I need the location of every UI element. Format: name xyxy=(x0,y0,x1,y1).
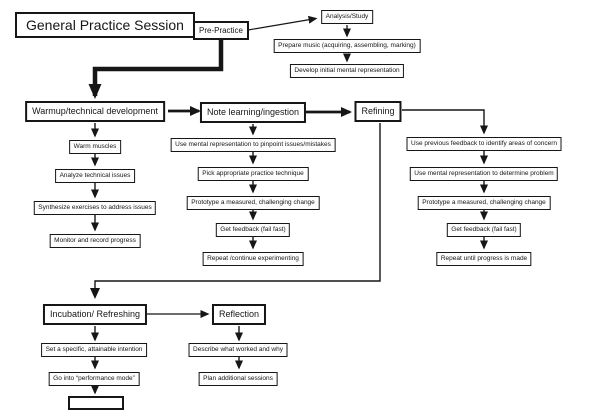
node-analyze-technical-issues: Analyze technical issues xyxy=(55,169,135,183)
node-performance-mode: Go into “performance mode” xyxy=(48,372,140,386)
arrow-refining-to-incubation xyxy=(90,123,381,299)
node-repeat-progress: Repeat until progress is made xyxy=(436,252,532,266)
node-pre-practice: Pre-Practice xyxy=(192,21,250,40)
node-set-intention: Set a specific, attainable intention xyxy=(41,343,147,357)
node-prototype-change-note: Prototype a measured, challenging change xyxy=(186,196,320,210)
node-incubation: Incubation/ Refreshing xyxy=(42,304,148,325)
diagram-title: General Practice Session xyxy=(15,12,195,38)
node-pinpoint-issues: Use mental representation to pinpoint is… xyxy=(170,138,336,152)
node-warmup: Warmup/technical development xyxy=(25,101,165,122)
node-warm-muscles: Warm muscles xyxy=(69,140,121,154)
diagram-title-text: General Practice Session xyxy=(26,17,184,33)
flowchart-canvas: General Practice Session Pre-Practice An… xyxy=(15,10,562,410)
node-monitor-progress: Monitor and record progress xyxy=(49,234,141,248)
connector-layer xyxy=(88,15,488,395)
node-repeat-experimenting: Repeat /continue experimenting xyxy=(202,252,304,266)
node-get-feedback-refine: Get feedback (fail fast) xyxy=(446,223,522,237)
node-develop-mental-representation: Develop initial mental representation xyxy=(289,64,405,78)
node-note-learning: Note learning/ingestion xyxy=(199,102,307,123)
node-refining: Refining xyxy=(354,101,402,122)
node-previous-feedback: Use previous feedback to identify areas … xyxy=(406,137,562,151)
arrow-pre-practice-to-warmup xyxy=(88,40,224,99)
node-cutoff-bottom xyxy=(68,396,124,410)
node-determine-problem: Use mental representation to determine p… xyxy=(409,167,559,181)
node-plan-sessions: Plan additional sessions xyxy=(198,372,278,386)
flowchart-page: { "diagram": { "title": "General Practic… xyxy=(15,10,562,410)
arrow-refining-to-previous-feedback xyxy=(402,109,488,135)
node-synthesize-exercises: Synthesize exercises to address issues xyxy=(33,201,157,215)
node-analysis-study: Analysis/Study xyxy=(321,10,373,24)
node-prototype-change-refine: Prototype a measured, challenging change xyxy=(417,196,551,210)
node-get-feedback-note: Get feedback (fail fast) xyxy=(215,223,291,237)
node-prepare-music: Prepare music (acquiring, assembling, ma… xyxy=(273,39,421,53)
arrow-pre-practice-to-analysis xyxy=(247,15,318,31)
node-pick-technique: Pick appropriate practice technique xyxy=(197,167,309,181)
node-reflection: Reflection xyxy=(211,304,267,325)
node-describe-worked: Describe what worked and why xyxy=(188,343,288,357)
